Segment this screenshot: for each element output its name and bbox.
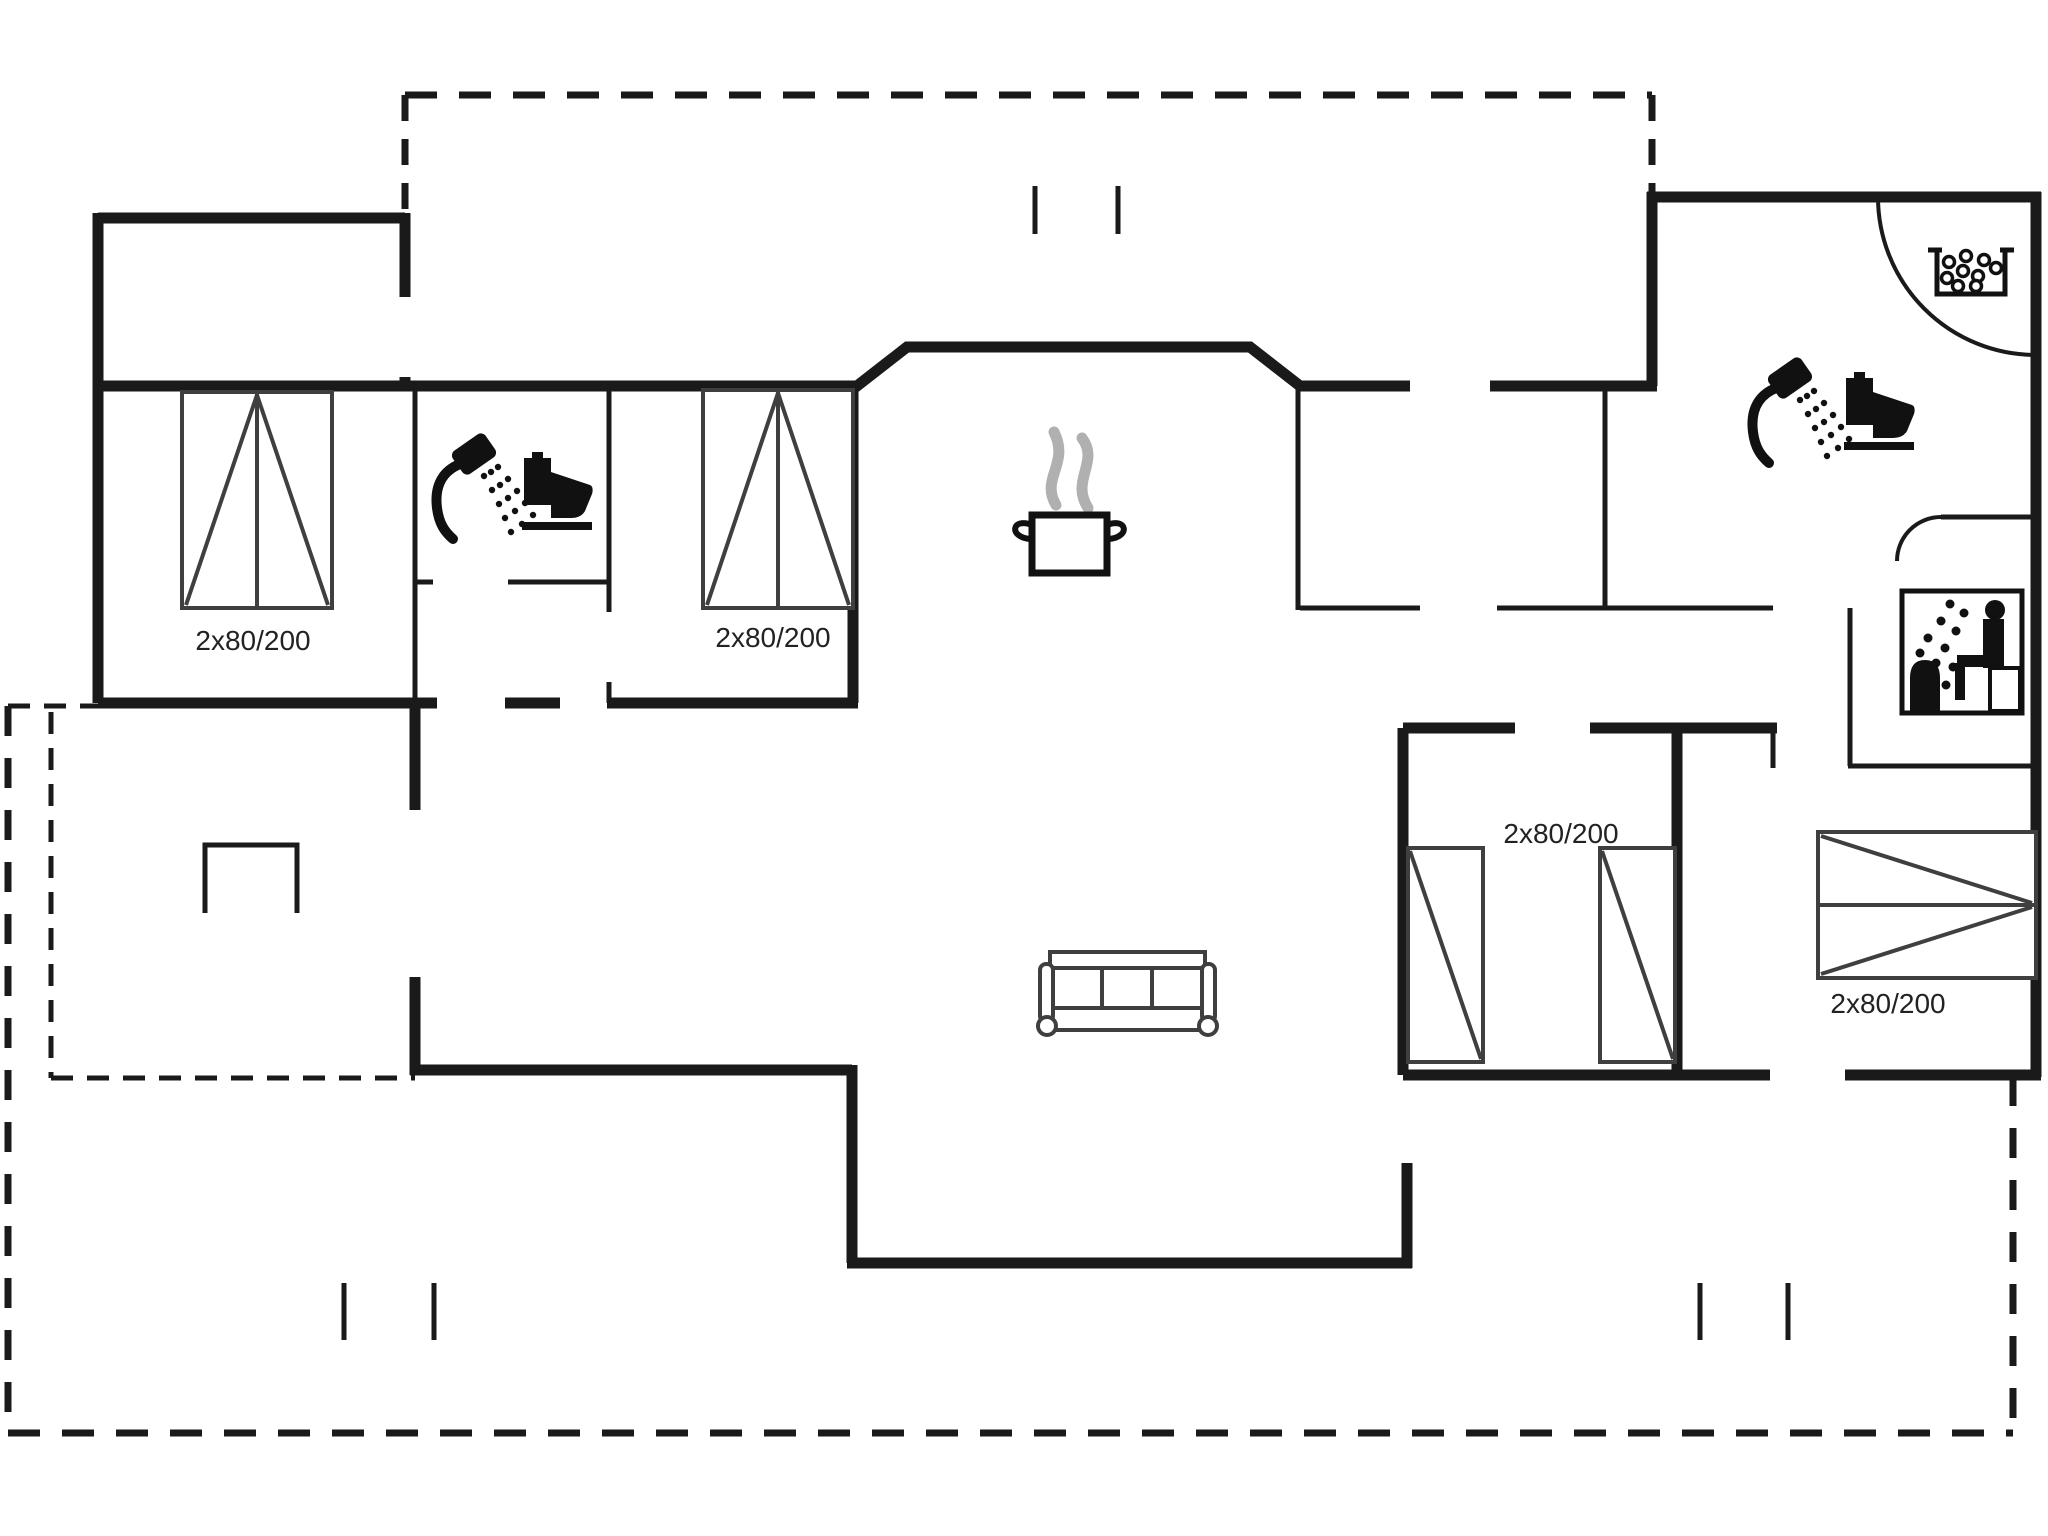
bed-lines	[1818, 834, 2036, 976]
sofa-cushion	[1100, 966, 1154, 1010]
pot-handles	[1012, 520, 1127, 542]
sauna-bench	[1988, 666, 2022, 713]
sofa-icon	[1036, 950, 1219, 1037]
sauna-door-arc	[1895, 515, 1942, 562]
double-bed-icon	[701, 388, 855, 610]
shower-icon	[1747, 357, 1853, 468]
toilet-bowl	[1873, 392, 1915, 438]
toilet-base	[522, 522, 592, 530]
shower-arm	[1747, 381, 1787, 468]
double-bed-horizontal-icon	[1816, 830, 2038, 980]
toilet-bowl	[551, 472, 593, 518]
sauna-person	[1955, 600, 2005, 700]
toilet-icon	[1844, 372, 1915, 450]
sofa-cushion	[1150, 966, 1204, 1010]
shower-head	[1767, 357, 1813, 399]
single-bed-icon	[1406, 846, 1485, 1064]
walls-thick	[92, 191, 2042, 1269]
terrace-post-ticks-bottom-left	[341, 1283, 437, 1340]
terrace-post-ticks-bottom-right	[1697, 1283, 1791, 1340]
shower-icon	[431, 433, 537, 544]
bathroom2-icons	[1747, 357, 1915, 468]
bed-size-label: 2x80/200	[195, 625, 310, 656]
sofa-arm-scroll	[1197, 1015, 1219, 1037]
washbasin-icon	[1928, 247, 2014, 297]
sofa-seat-front	[1050, 1006, 1205, 1032]
sauna-icon	[1899, 588, 2025, 716]
cooking-pot-icon	[1012, 426, 1127, 577]
single-bed-icon	[1598, 846, 1677, 1064]
beds	[180, 388, 2038, 1064]
sofa-arm-right	[1200, 962, 1217, 1024]
pot-body	[1028, 511, 1111, 577]
shower-head	[451, 433, 497, 475]
steam-curl	[1045, 426, 1065, 511]
toilet-tank	[524, 458, 551, 505]
bed-lines	[1408, 850, 1483, 1060]
basin-outline	[1928, 247, 2014, 297]
door-arcs	[1876, 196, 2037, 562]
bed-lines	[1600, 850, 1675, 1060]
toilet-tank	[1846, 378, 1873, 425]
shower-spray	[1796, 387, 1853, 460]
shower-arm	[431, 457, 471, 544]
fireplace-niche-icon	[202, 842, 300, 913]
sofa-back	[1048, 950, 1207, 970]
toilet-button	[1854, 372, 1865, 380]
wall-main-upper	[98, 341, 1657, 392]
sauna-stove	[1910, 660, 1940, 711]
sofa-arm-scroll	[1036, 1015, 1058, 1037]
bed-lines	[705, 390, 851, 608]
steam-curl	[1076, 432, 1094, 514]
entrance-door-arc	[1876, 196, 2037, 357]
terrace-dashed-boundary	[4, 91, 2017, 1437]
toilet-base	[1844, 442, 1914, 450]
bed-lines	[184, 392, 330, 608]
bed-size-label: 2x80/200	[715, 622, 830, 653]
toilet-icon	[522, 452, 593, 530]
bed-size-label: 2x80/200	[1830, 988, 1945, 1019]
bathroom1-icons	[431, 433, 593, 544]
sofa-cushion	[1050, 966, 1104, 1010]
sofa-arm-left	[1038, 962, 1055, 1024]
walls-thin	[202, 186, 2036, 1340]
bed-size-label: 2x80/200	[1503, 818, 1618, 849]
sauna-steam-dots	[1915, 599, 1969, 690]
double-bed-icon	[180, 390, 334, 610]
terrace-post-ticks-top	[1032, 186, 1121, 234]
toilet-button	[532, 452, 543, 460]
basin-bubbles	[1939, 248, 2004, 294]
